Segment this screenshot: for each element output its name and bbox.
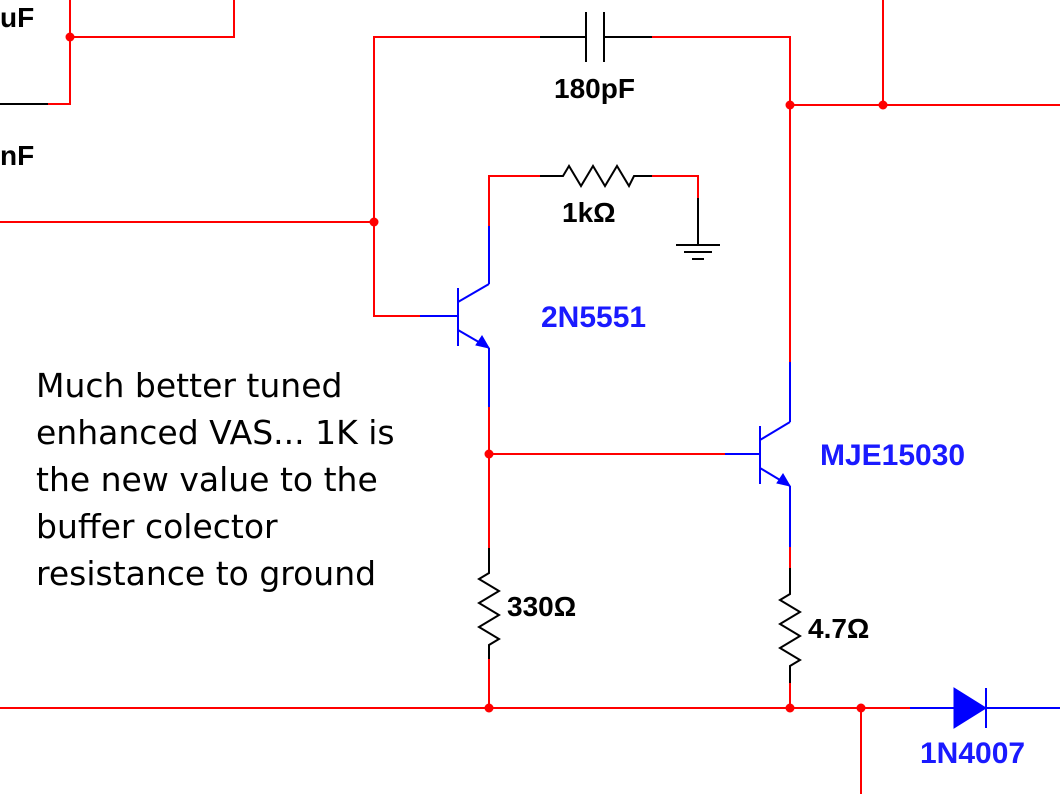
label-1k: 1kΩ (562, 197, 616, 228)
label-4-7-ohm: 4.7Ω (808, 613, 869, 644)
note-line: enhanced VAS... 1K is (36, 413, 395, 452)
wires-buffer-emitter (484, 407, 726, 549)
transistor-2n5551 (373, 226, 491, 408)
wires-right-rail (785, 0, 1060, 110)
label-partial-uf: uF (0, 2, 34, 33)
label-1n4007: 1N4007 (920, 737, 1025, 770)
transistor-mje15030 (725, 362, 792, 548)
wires-bottom-rail (0, 703, 911, 794)
wires-feedback (0, 36, 791, 363)
resistor-1k (540, 164, 652, 189)
label-mje15030: MJE15030 (820, 439, 965, 472)
diode-1n4007 (910, 687, 1060, 729)
note-line: buffer colector (36, 507, 278, 546)
resistor-330 (477, 548, 501, 709)
label-330-ohm: 330Ω (507, 591, 576, 622)
note-line: Much better tuned (36, 366, 343, 405)
wires-top-left (0, 0, 235, 105)
note-line: resistance to ground (36, 554, 377, 593)
wires-1k-resistor (488, 175, 699, 227)
resistor-4-7 (778, 547, 802, 709)
label-partial-nf: nF (0, 140, 34, 171)
capacitor-180pf (585, 12, 605, 62)
label-180pf: 180pF (554, 73, 635, 104)
annotation-note: Much better tuned enhanced VAS... 1K is … (36, 362, 436, 597)
label-2n5551: 2N5551 (541, 301, 646, 334)
note-line: the new value to the (36, 460, 378, 499)
ground-symbol (676, 198, 720, 260)
